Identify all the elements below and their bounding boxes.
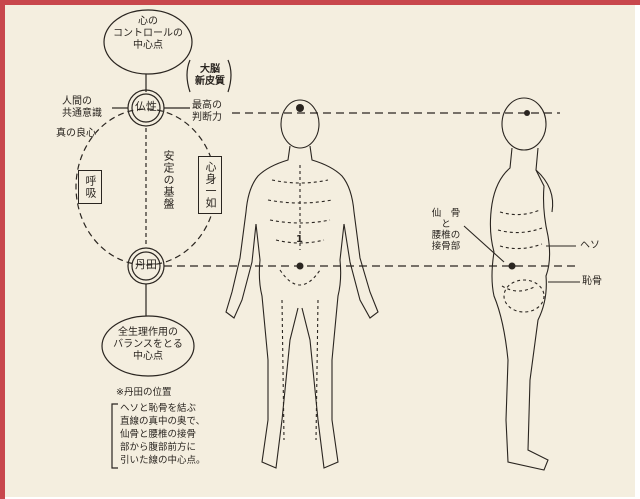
tanden-point-side bbox=[509, 263, 516, 270]
front-body-figure bbox=[226, 100, 378, 468]
tanden-label: 丹田 bbox=[130, 259, 162, 271]
judgment-label: 最高の 判断力 bbox=[192, 100, 222, 124]
top-node-line1: 心の bbox=[104, 16, 192, 28]
note-line-4: 部から腹部前方に bbox=[120, 441, 206, 454]
breath-box: 呼吸 bbox=[78, 170, 102, 204]
sacrum-line2: と bbox=[424, 219, 468, 230]
collective-line2: 共通意識 bbox=[62, 108, 102, 120]
cortex-label: 大脳 新皮質 bbox=[190, 64, 230, 88]
bottom-node-line3: 中心点 bbox=[102, 351, 194, 363]
note-line-3: 仙骨と腰椎の接骨 bbox=[120, 428, 206, 441]
top-node-line2: コントロールの bbox=[104, 28, 192, 40]
tanden-point-front bbox=[297, 263, 304, 270]
sacrum-line1: 仙 骨 bbox=[424, 208, 468, 219]
head-point-front bbox=[296, 104, 304, 112]
bottom-node-line1: 全生理作用の bbox=[102, 327, 194, 339]
note-bracket bbox=[112, 404, 118, 468]
top-node-line3: 中心点 bbox=[104, 40, 192, 52]
bottom-node-line2: バランスをとる bbox=[102, 339, 194, 351]
side-body-figure bbox=[464, 98, 580, 470]
note-body: ヘソと恥骨を結ぶ 直線の真中の奥で、 仙骨と腰椎の接骨 部から腹部前方に 引いた… bbox=[120, 402, 206, 467]
sacrum-line4: 接骨部 bbox=[424, 241, 468, 252]
collective-line1: 人間の bbox=[62, 96, 102, 108]
top-node-label: 心の コントロールの 中心点 bbox=[104, 16, 192, 52]
buddha-nature-label: 仏性 bbox=[130, 101, 162, 113]
front-marker-number: 1 bbox=[296, 234, 303, 246]
judgment-line2: 判断力 bbox=[192, 112, 222, 124]
conscience-label: 真の良心 bbox=[56, 128, 96, 140]
note-title: ※丹田の位置 bbox=[116, 386, 171, 399]
unity-box: 心身一如 bbox=[198, 156, 222, 214]
bottom-node-label: 全生理作用の バランスをとる 中心点 bbox=[102, 327, 194, 363]
note-line-2: 直線の真中の奥で、 bbox=[120, 415, 206, 428]
sacrum-label: 仙 骨 と 腰椎の 接骨部 bbox=[424, 208, 468, 252]
note-line-5: 引いた線の中心点。 bbox=[120, 454, 206, 467]
collective-consciousness-label: 人間の 共通意識 bbox=[62, 96, 102, 120]
note-line-1: ヘソと恥骨を結ぶ bbox=[120, 402, 206, 415]
judgment-line1: 最高の bbox=[192, 100, 222, 112]
stability-label: 安定の基盤 bbox=[162, 150, 174, 210]
navel-label: ヘソ bbox=[580, 240, 600, 252]
sacrum-line3: 腰椎の bbox=[424, 230, 468, 241]
cortex-line2: 新皮質 bbox=[190, 76, 230, 88]
head-point-side bbox=[524, 110, 530, 116]
cortex-line1: 大脳 bbox=[190, 64, 230, 76]
pubic-bone-label: 恥骨 bbox=[582, 276, 602, 288]
